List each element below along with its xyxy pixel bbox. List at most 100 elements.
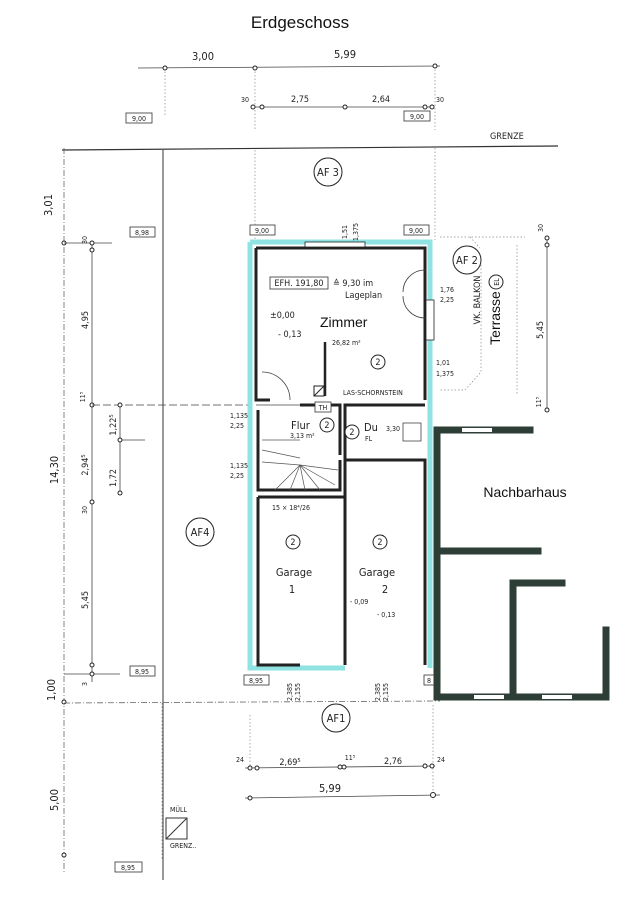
svg-text:11⁵: 11⁵ [345,754,356,762]
svg-text:9,00: 9,00 [410,113,424,121]
svg-text:30: 30 [241,96,249,104]
svg-text:15 × 18⁴/26: 15 × 18⁴/26 [272,504,310,512]
level-box-house-right: 9,00 [403,224,430,236]
svg-text:AF1: AF1 [327,712,346,725]
svg-text:9,00: 9,00 [409,227,423,235]
svg-text:1,76: 1,76 [440,286,454,294]
svg-text:Garage: Garage [359,566,395,579]
stair-lines [261,439,339,491]
svg-text:1,01: 1,01 [436,359,450,367]
room-garage-1: 2 Garage 1 [276,534,312,596]
svg-text:Terrasse: Terrasse [487,291,503,345]
room-flur: Flur 2 3,13 m² 15 × 18⁴/26 [272,417,335,512]
svg-text:30: 30 [81,236,89,244]
svg-text:2: 2 [324,421,329,431]
room-garage-2: 2 Garage 2 - 0,09 - 0,13 [350,534,395,619]
level-box-top-left: 9,00 [125,112,153,124]
svg-text:8,95: 8,95 [249,677,263,685]
room-du: 2 Du 3,30 FL [344,421,400,443]
svg-text:3,30: 3,30 [386,425,400,433]
area-af4: AF4 [185,517,215,547]
level-box-house-bottom: 8,95 [243,674,270,686]
level-box-house-left: 8,98 [129,226,156,238]
svg-text:2,155: 2,155 [294,683,302,701]
svg-text:4,95: 4,95 [81,311,91,329]
area-af2: AF 2 [452,245,482,275]
svg-text:GRENZ..: GRENZ.. [170,842,196,850]
boundary-label: GRENZE [490,132,524,142]
svg-text:3: 3 [81,682,89,686]
garage-door-dims: 2,385 2,155 2,385 2,155 [286,683,390,701]
level-box-top-right: 9,00 [403,110,431,122]
svg-text:2,25: 2,25 [440,296,454,304]
svg-text:5,45: 5,45 [536,321,546,339]
svg-text:5,45: 5,45 [81,591,91,609]
svg-text:2: 2 [349,428,354,438]
window-dimensions: 1,51 1,375 1,76 2,25 1,01 1,375 1,135 2,… [230,223,454,480]
svg-text:5,99: 5,99 [319,782,341,795]
svg-text:30: 30 [436,96,444,104]
svg-text:- 0,09: - 0,09 [350,598,368,606]
svg-text:3,01: 3,01 [42,194,55,216]
svg-text:1,135: 1,135 [230,412,248,420]
left-dimensions: 3,01 14,30 1,00 5,00 30 4,95 11⁵ 2,94⁵ 3… [42,194,250,858]
svg-text:VK. BALKON: VK. BALKON [473,276,483,325]
svg-text:Du: Du [364,421,378,434]
svg-text:2,75: 2,75 [291,95,309,105]
house-walls [247,239,435,671]
svg-text:14,30: 14,30 [48,456,61,484]
svg-text:9,00: 9,00 [132,115,146,123]
svg-text:Lageplan: Lageplan [345,291,382,301]
svg-text:TH: TH [318,404,328,412]
svg-text:EFH. 191,80: EFH. 191,80 [274,279,323,289]
svg-text:11⁵: 11⁵ [535,396,543,407]
svg-text:1,51: 1,51 [341,225,349,239]
svg-text:8,95: 8,95 [121,864,135,872]
svg-text:1,22⁵: 1,22⁵ [109,414,119,435]
svg-text:2,64: 2,64 [372,95,390,105]
svg-text:9,00: 9,00 [255,227,269,235]
svg-text:AF 3: AF 3 [317,166,339,179]
svg-text:2,155: 2,155 [382,683,390,701]
svg-text:5,00: 5,00 [48,789,61,811]
level-box-house-mid: 9,00 [249,224,276,236]
svg-text:Garage: Garage [276,566,312,579]
area-af3: AF 3 [313,157,343,187]
svg-text:1,00: 1,00 [45,679,58,701]
waste-bin-area: MÜLL GRENZ.. [165,805,196,850]
svg-text:2,69⁵: 2,69⁵ [279,758,300,768]
svg-text:- 0,13: - 0,13 [377,611,395,619]
svg-text:24: 24 [437,756,445,764]
level-box-far-bottom: 8,95 [114,861,143,873]
top-dimensions: 3,00 5,99 30 2,75 2,64 30 [137,48,444,130]
svg-text:2: 2 [377,538,382,548]
room-zimmer: EFH. 191,80 ≙ 9,30 im Lageplan ±0,00 - 0… [269,276,403,413]
svg-text:26,82 m²: 26,82 m² [332,339,361,347]
svg-text:2,25: 2,25 [230,422,244,430]
level-box-bottom-left: 8,95 [129,665,156,677]
svg-text:Flur: Flur [291,419,311,432]
svg-text:5,99: 5,99 [334,48,356,61]
page-title: Erdgeschoss [251,13,349,32]
svg-text:1,375: 1,375 [436,370,454,378]
svg-text:2,94⁵: 2,94⁵ [81,454,91,475]
svg-text:8: 8 [427,677,431,685]
svg-text:AF 2: AF 2 [456,254,478,267]
neighbor-house: Nachbarhaus [433,426,610,701]
svg-text:1,72: 1,72 [109,469,119,487]
boundary-line [61,145,559,151]
bottom-dimensions: 24 2,69⁵ 11⁵ 2,76 24 5,99 [236,754,445,801]
svg-text:3,13 m²: 3,13 m² [290,432,315,440]
svg-text:FL: FL [365,435,373,443]
svg-text:30: 30 [537,224,545,232]
svg-text:8,95: 8,95 [135,668,149,676]
svg-text:3,00: 3,00 [192,50,214,63]
svg-text:24: 24 [236,756,244,764]
svg-text:2,385: 2,385 [374,683,382,701]
svg-text:2,385: 2,385 [286,683,294,701]
svg-text:≙ 9,30 im: ≙ 9,30 im [333,278,373,289]
svg-text:1,135: 1,135 [230,462,248,470]
svg-text:LAS-SCHORNSTEIN: LAS-SCHORNSTEIN [343,389,403,397]
svg-text:AF4: AF4 [191,526,210,539]
